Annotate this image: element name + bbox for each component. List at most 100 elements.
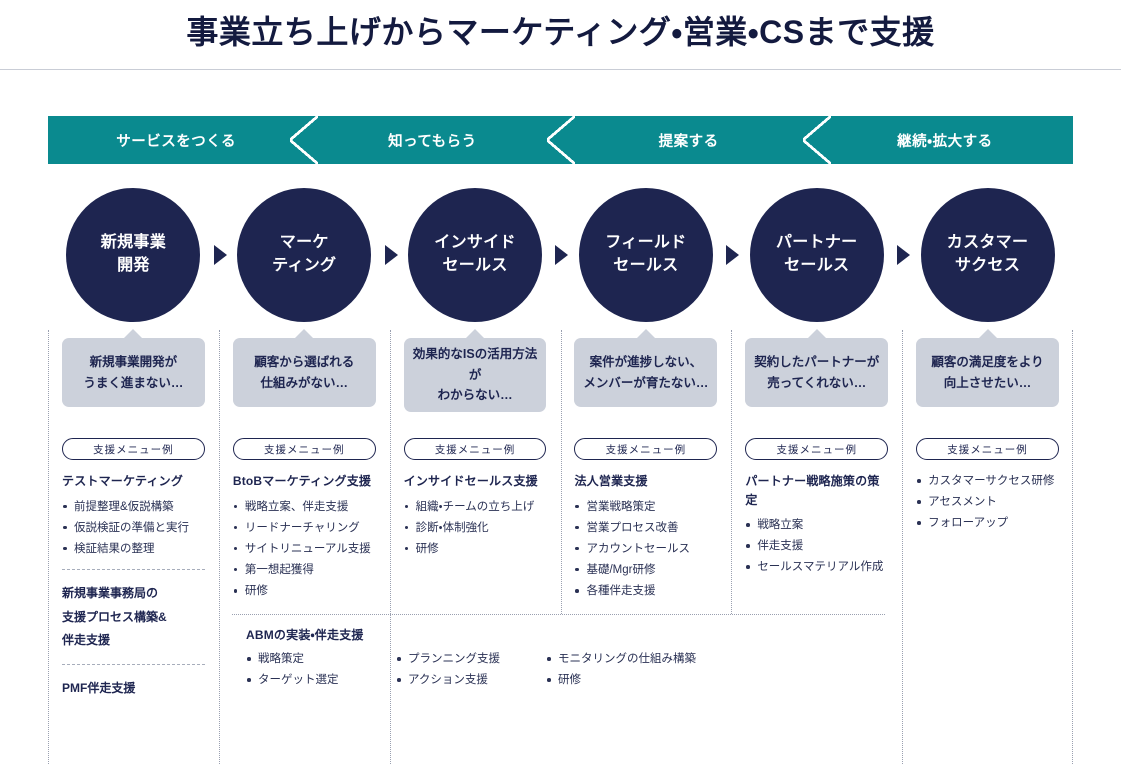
list-item: プランニング支援 xyxy=(396,650,546,669)
list-item: モニタリングの仕組み構築 xyxy=(546,650,756,669)
abm-columns: 戦略策定 ターゲット選定 プランニング支援 アクション支援 モニタリングの仕組み… xyxy=(246,650,892,692)
detail-list-5: 戦略立案 伴走支援 セールスマテリアル作成 xyxy=(745,516,888,577)
arrow-right-icon xyxy=(897,245,911,265)
list-item: 営業戦略策定 xyxy=(574,498,717,517)
list-item: 研修 xyxy=(233,582,376,601)
list-item: アクション支援 xyxy=(396,671,546,690)
pain-box-5: 契約したパートナーが売ってくれない… xyxy=(745,338,889,407)
detail-heading-3: インサイドセールス支援 xyxy=(403,474,538,488)
column-divider-2 xyxy=(389,330,391,764)
pain-cell-6: 顧客の満足度をより向上させたい… xyxy=(902,338,1073,412)
menu-pill-cell-1: 支援メニュー例 xyxy=(48,438,219,460)
column-divider-4 xyxy=(731,330,733,614)
abm-heading: ABMの実装・伴走支援 xyxy=(246,628,364,642)
list-item: 組織・チームの立ち上げ xyxy=(404,498,547,517)
detail-row: テストマーケティング 前提整理&仮説構築 仮説検証の準備と実行 検証結果の整理 … xyxy=(48,472,1073,700)
abm-list-1: 戦略策定 ターゲット選定 xyxy=(246,650,396,692)
page-title: 事業立ち上げからマーケティング・営業・CSまで支援 xyxy=(186,14,935,50)
role-circle-field-sales[interactable]: フィールドセールス xyxy=(578,188,713,322)
detail-cell-6: カスタマーサクセス研修 アセスメント フォローアップ xyxy=(902,472,1073,700)
detail-cell-2: BtoBマーケティング支援 戦略立案、伴走支援 リードナーチャリング サイトリニ… xyxy=(219,472,390,700)
list-item: 診断・体制強化 xyxy=(404,519,547,538)
menu-pill-row: 支援メニュー例 支援メニュー例 支援メニュー例 支援メニュー例 支援メニュー例 … xyxy=(48,438,1073,460)
stage-item-3[interactable]: 提案する xyxy=(560,116,832,164)
stage-label: サービスをつくる xyxy=(116,133,236,150)
detail-extra-line: PMF伴走支援 xyxy=(62,680,136,695)
list-item: 研修 xyxy=(404,540,547,559)
detail-extra-line: 支援プロセス構築& xyxy=(62,609,167,624)
role-circle-cell-6: カスタマーサクセス xyxy=(902,180,1073,330)
stage-item-4[interactable]: 継続・拡大する xyxy=(816,116,1073,164)
list-item: ターゲット選定 xyxy=(246,671,396,690)
list-item: 基礎/Mgr研修 xyxy=(574,561,717,580)
arrow-right-icon xyxy=(213,245,227,265)
menu-pill-5[interactable]: 支援メニュー例 xyxy=(745,438,889,460)
column-divider-0 xyxy=(48,330,49,764)
list-item: 前提整理&仮説構築 xyxy=(62,498,205,517)
abm-separator xyxy=(232,614,885,615)
column-divider-6 xyxy=(1072,330,1073,764)
stage-item-2[interactable]: 知ってもらう xyxy=(304,116,575,164)
role-circle-shinki-jigyo[interactable]: 新規事業開発 xyxy=(66,188,201,322)
role-circle-cell-4: フィールドセールス xyxy=(560,180,740,330)
detail-cell-3: インサイドセールス支援 組織・チームの立ち上げ 診断・体制強化 研修 xyxy=(390,472,561,700)
menu-pill-cell-6: 支援メニュー例 xyxy=(902,438,1073,460)
detail-extra-line: 新規事業事務局の xyxy=(62,586,159,601)
list-item: セールスマテリアル作成 xyxy=(745,558,888,577)
role-circle-inside-sales[interactable]: インサイドセールス xyxy=(408,188,543,322)
menu-pill-cell-3: 支援メニュー例 xyxy=(390,438,561,460)
list-item: 戦略策定 xyxy=(246,650,396,669)
stage-label: 継続・拡大する xyxy=(897,133,993,150)
detail-heading-5: パートナー戦略施策の策定 xyxy=(745,474,880,507)
menu-pill-cell-4: 支援メニュー例 xyxy=(560,438,731,460)
detail-heading-2: BtoBマーケティング支援 xyxy=(232,474,372,488)
list-item: 仮説検証の準備と実行 xyxy=(62,519,205,538)
list-item: 第一想起獲得 xyxy=(233,561,376,580)
list-item: 検証結果の整理 xyxy=(62,540,205,559)
menu-pill-3[interactable]: 支援メニュー例 xyxy=(403,438,547,460)
role-circle-cell-1: 新規事業開発 xyxy=(48,180,227,330)
menu-pill-6[interactable]: 支援メニュー例 xyxy=(916,438,1059,460)
pain-cell-4: 案件が進捗しない、メンバーが育たない… xyxy=(560,338,731,412)
stage-label: 提案する xyxy=(658,133,719,150)
menu-pill-4[interactable]: 支援メニュー例 xyxy=(574,438,718,460)
menu-pill-1[interactable]: 支援メニュー例 xyxy=(62,438,205,460)
column-divider-1 xyxy=(218,330,220,764)
stage-item-1[interactable]: サービスをつくる xyxy=(48,116,319,164)
role-circle-cell-2: マーケティング xyxy=(219,180,398,330)
role-circle-row: 新規事業開発 マーケティング インサイドセールス フィールドセールス パートナー… xyxy=(48,180,1073,330)
detail-heading-1: テストマーケティング xyxy=(62,474,184,488)
list-item: 戦略立案 xyxy=(745,516,888,535)
list-item: 研修 xyxy=(546,671,756,690)
abm-block: ABMの実装・伴走支援 戦略策定 ターゲット選定 プランニング支援 アクション支… xyxy=(232,626,892,692)
list-item: 各種伴走支援 xyxy=(574,582,717,601)
role-circle-partner-sales[interactable]: パートナーセールス xyxy=(749,188,884,322)
detail-separator xyxy=(62,569,205,571)
column-divider-5 xyxy=(902,330,904,764)
list-item: カスタマーサクセス研修 xyxy=(916,472,1059,491)
detail-separator xyxy=(62,663,205,665)
detail-extra-line: 伴走支援 xyxy=(62,633,111,648)
list-item: リードナーチャリング xyxy=(233,519,376,538)
role-circle-cell-3: インサイドセールス xyxy=(390,180,569,330)
menu-pill-2[interactable]: 支援メニュー例 xyxy=(232,438,376,460)
pain-box-3: 効果的なISの活用方法がわからない… xyxy=(403,338,547,412)
pain-cell-2: 顧客から選ばれる仕組みがない… xyxy=(219,338,390,412)
detail-heading-4: 法人営業支援 xyxy=(574,474,648,488)
role-circle-marketing[interactable]: マーケティング xyxy=(237,188,372,322)
abm-list-3: モニタリングの仕組み構築 研修 xyxy=(546,650,756,692)
list-item: アカウントセールス xyxy=(574,540,717,559)
detail-cell-1: テストマーケティング 前提整理&仮説構築 仮説検証の準備と実行 検証結果の整理 … xyxy=(48,472,219,700)
list-item: 営業プロセス改善 xyxy=(574,519,717,538)
pain-box-2: 顧客から選ばれる仕組みがない… xyxy=(232,338,376,407)
detail-list-1: 前提整理&仮説構築 仮説検証の準備と実行 検証結果の整理 xyxy=(62,498,205,559)
arrow-right-icon xyxy=(555,245,569,265)
detail-list-2: 戦略立案、伴走支援 リードナーチャリング サイトリニューアル支援 第一想起獲得 … xyxy=(233,498,376,601)
role-circle-customer-success[interactable]: カスタマーサクセス xyxy=(920,188,1055,322)
pain-box-4: 案件が進捗しない、メンバーが育たない… xyxy=(574,338,718,407)
abm-list-2: プランニング支援 アクション支援 xyxy=(396,650,546,692)
pain-box-1: 新規事業開発がうまく進まない… xyxy=(62,338,205,407)
detail-list-3: 組織・チームの立ち上げ 診断・体制強化 研修 xyxy=(404,498,547,559)
pain-cell-1: 新規事業開発がうまく進まない… xyxy=(48,338,219,412)
pain-point-row: 新規事業開発がうまく進まない… 顧客から選ばれる仕組みがない… 効果的なISの活… xyxy=(48,338,1073,412)
